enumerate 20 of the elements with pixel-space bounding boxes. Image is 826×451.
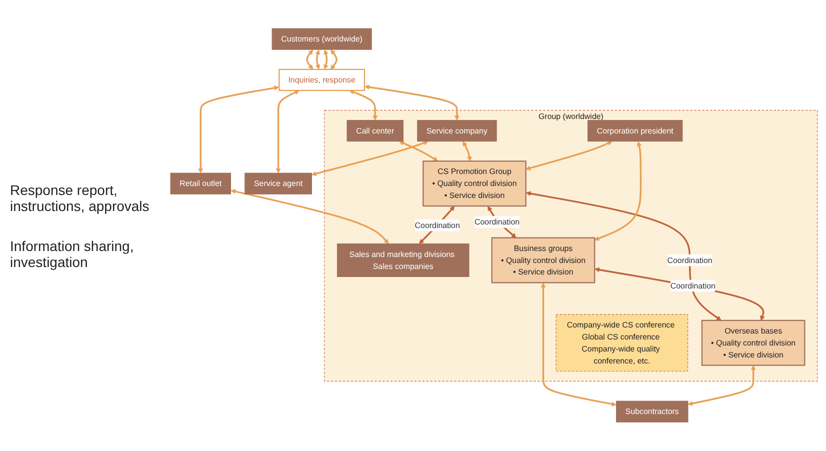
arrow	[330, 50, 338, 70]
arrow	[311, 140, 428, 176]
note-text: Response report, instructions, approvals	[10, 182, 150, 214]
arrow	[688, 365, 756, 406]
arrow	[540, 282, 617, 407]
arrow	[526, 141, 612, 171]
arrow	[399, 141, 438, 162]
arrow	[364, 84, 460, 121]
arrow	[198, 86, 280, 174]
arrow	[462, 141, 472, 162]
note-text: Information sharing, investigation	[10, 238, 135, 270]
arrow	[230, 189, 389, 244]
arrow	[315, 50, 320, 70]
arrow	[276, 90, 300, 174]
arrow	[526, 191, 722, 321]
arrow	[349, 90, 378, 121]
arrow	[324, 50, 328, 70]
arrow	[594, 268, 765, 321]
arrow	[306, 50, 314, 70]
arrow	[594, 141, 642, 241]
